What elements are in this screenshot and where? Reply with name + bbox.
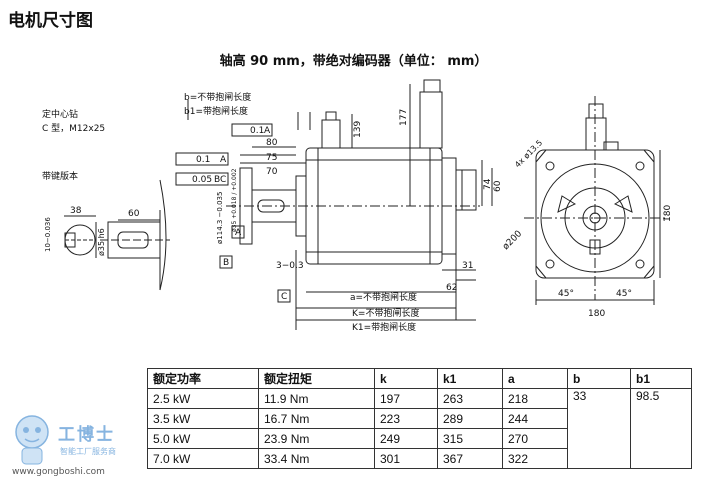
dim-45-left: 45° [558, 289, 574, 299]
watermark-mascot-icon [15, 415, 49, 465]
cell-power: 3.5 kW [147, 408, 259, 429]
cell-torque: 33.4 Nm [258, 448, 375, 469]
cell-a: 270 [502, 428, 568, 449]
dim-60-right: 60 [493, 180, 503, 192]
cell-k: 301 [374, 448, 438, 469]
watermark-brand: 工博士 [58, 425, 115, 445]
motor-side-view [226, 79, 480, 265]
drawing-caption: 轴高 90 mm，带绝对编码器（单位： mm） [219, 54, 488, 69]
dim-10: 10−0.036 [44, 217, 52, 252]
shaft-section-view [64, 224, 96, 256]
dim-45-right: 45° [616, 289, 632, 299]
table-row: 7.0 kW 33.4 Nm 301 367 322 [147, 448, 692, 469]
dim-74: 74 [483, 178, 493, 190]
dim-31: 31 [462, 261, 473, 271]
header-rated-power: 额定功率 [147, 368, 259, 389]
cell-torque: 23.9 Nm [258, 428, 375, 449]
k1-note: K1=带抱闸长度 [352, 321, 416, 333]
cell-k: 223 [374, 408, 438, 429]
cell-k1: 263 [437, 388, 503, 409]
cell-power: 7.0 kW [147, 448, 259, 469]
dim-180-horizontal: 180 [588, 309, 605, 319]
cell-k: 197 [374, 388, 438, 409]
cell-k: 249 [374, 428, 438, 449]
tolerance-0-1-a-ref: A [264, 126, 271, 136]
center-hole-label: 定中心钻 [42, 108, 78, 120]
k-note: K=不带抱闸长度 [352, 307, 419, 319]
watermark-url: www.gongboshi.com [12, 467, 105, 477]
cell-a: 244 [502, 408, 568, 429]
cell-k1: 315 [437, 428, 503, 449]
header-k1: k1 [437, 368, 503, 389]
table-row: 2.5 kW 11.9 Nm 197 263 218 33 98.5 [147, 388, 692, 469]
cell-b: 33 [567, 388, 631, 469]
dim-139: 139 [353, 121, 363, 138]
dim-177: 177 [399, 109, 409, 126]
header-k: k [374, 368, 438, 389]
cell-b1: 98.5 [630, 388, 692, 469]
dim-114: ø114.3 −0.035 [216, 192, 224, 244]
b1-note: b1=带抱闸长度 [184, 105, 248, 117]
header-b1: b1 [630, 368, 692, 389]
page-title: 电机尺寸图 [8, 11, 93, 31]
dim-4x13-5: 4x ø13.5 [513, 138, 544, 169]
b-note: b=不带抱闸长度 [184, 91, 251, 103]
cell-power: 2.5 kW [147, 388, 259, 409]
tolerance-0-1-bc-ref: A [220, 155, 227, 165]
tolerance-0-05: 0.05 [192, 175, 212, 185]
header-rated-torque: 额定扭矩 [258, 368, 375, 389]
dim-62: 62 [446, 283, 457, 293]
dim-35k6: ø35 +0.018 / +0.002 [231, 168, 238, 232]
dim-60-left: 60 [128, 209, 140, 219]
tolerance-0-1-a: 0.1 [250, 126, 264, 136]
header-b: b [567, 368, 631, 389]
keyed-version-label: 带键版本 [42, 170, 78, 182]
motor-front-view [524, 96, 668, 300]
dim-180-vertical: 180 [663, 205, 673, 222]
cell-a: 322 [502, 448, 568, 469]
dim-3: 3−0.3 [276, 261, 304, 271]
tolerance-0-1-bc: 0.1 [196, 155, 210, 165]
dim-35h6: ø35 h6 [97, 228, 106, 256]
a-note: a=不带抱闸长度 [350, 291, 417, 303]
watermark-subtitle: 智能工厂服务商 [60, 447, 116, 456]
dim-80: 80 [266, 138, 278, 148]
motor-dimension-drawing: 定中心钻 C 型，M12x25 带键版本 b=不带抱闸长度 b1=带抱闸长度 a… [42, 79, 673, 333]
datum-b: B [223, 258, 229, 268]
dim-75: 75 [266, 153, 277, 163]
motor-spec-table: 额定功率 额定扭矩 k k1 a b b1 2.5 kW 11.9 Nm 197… [147, 368, 692, 469]
cell-a: 218 [502, 388, 568, 409]
table-header-row: 额定功率 额定扭矩 k k1 a b b1 [147, 368, 692, 389]
cell-torque: 11.9 Nm [258, 388, 375, 409]
table-row: 3.5 kW 16.7 Nm 223 289 244 [147, 408, 692, 429]
dim-70: 70 [266, 167, 278, 177]
datum-c: C [281, 292, 287, 302]
cell-power: 5.0 kW [147, 428, 259, 449]
cell-k1: 289 [437, 408, 503, 429]
keyed-shaft-side-view [100, 179, 170, 291]
header-a: a [502, 368, 568, 389]
cell-k1: 367 [437, 448, 503, 469]
dim-200: ø200 [501, 229, 524, 252]
dim-38: 38 [70, 206, 82, 216]
datum-a: A [235, 228, 242, 238]
tolerance-0-05-ref: BC [214, 175, 226, 185]
table-row: 5.0 kW 23.9 Nm 249 315 270 [147, 428, 692, 449]
cell-torque: 16.7 Nm [258, 408, 375, 429]
center-hole-spec: C 型，M12x25 [42, 123, 105, 134]
